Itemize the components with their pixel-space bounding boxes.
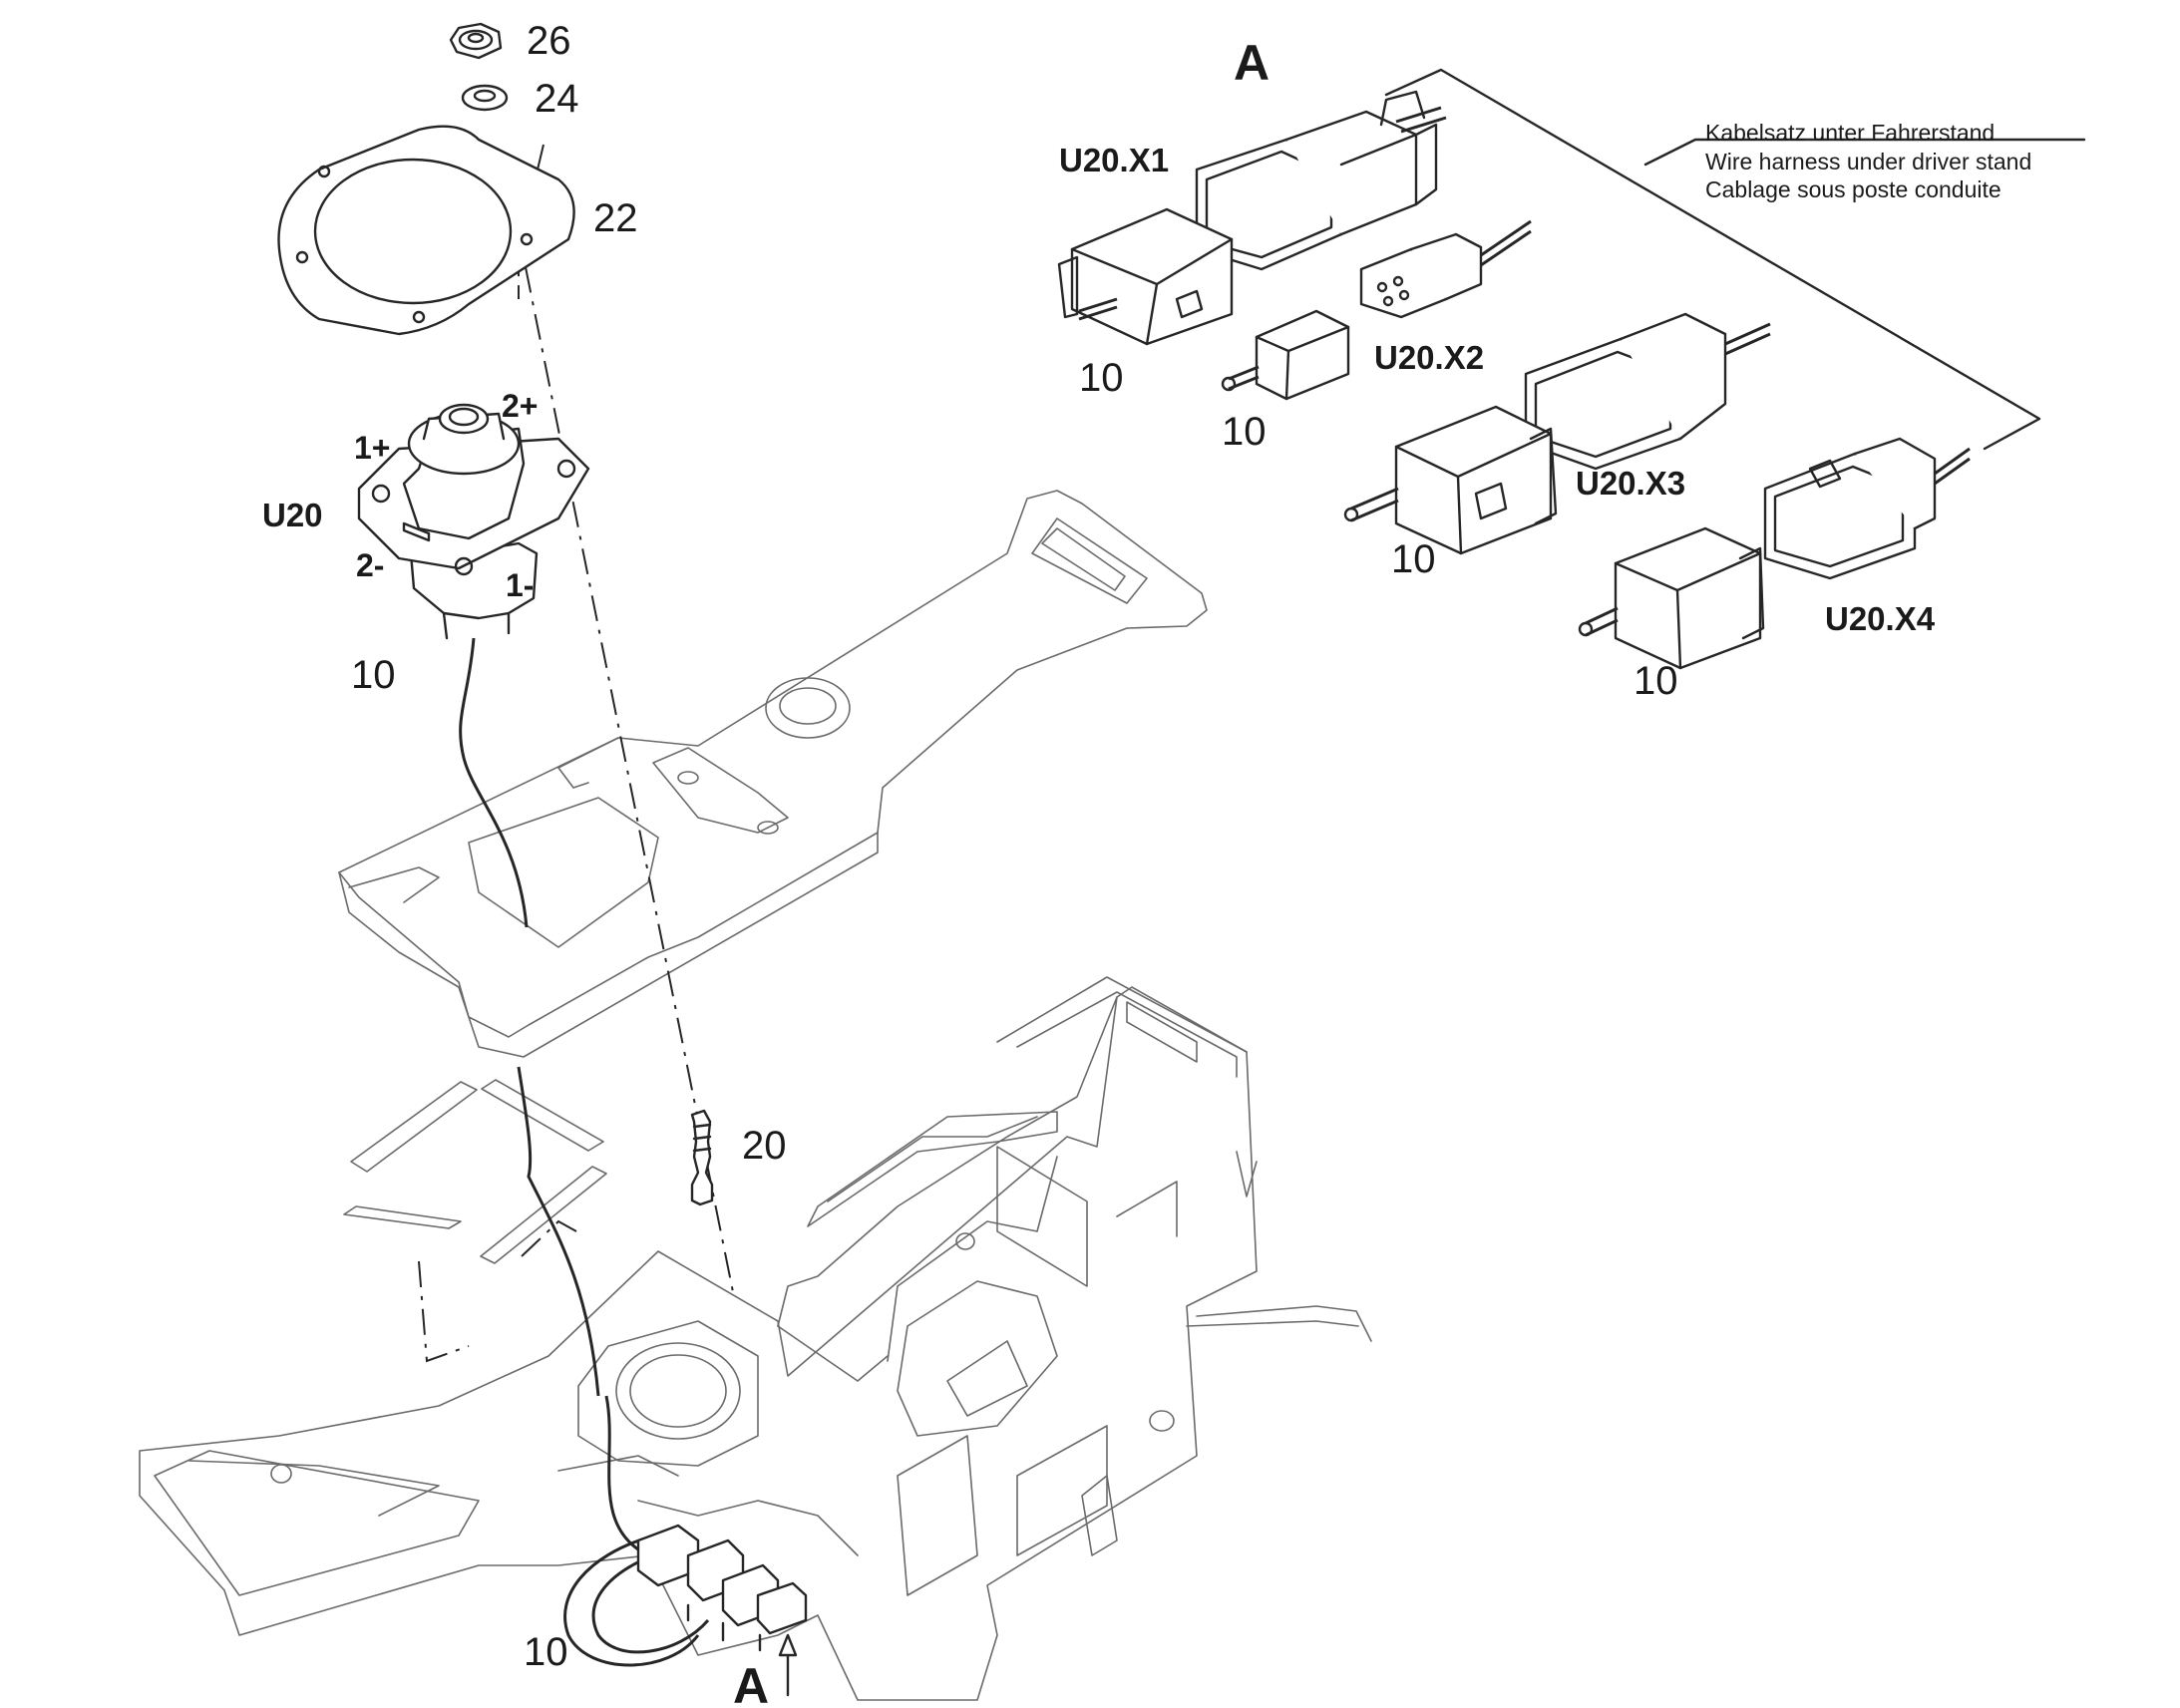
connector-x4-plug <box>1578 526 1765 670</box>
pin-label-2-minus: 2- <box>356 547 384 583</box>
connector-x4-receptacle <box>1763 437 1971 580</box>
part-number-stud: 20 <box>742 1124 787 1168</box>
part-number-plug-x1: 10 <box>1079 356 1124 400</box>
harness-note-en: Wire harness under driver stand <box>1705 149 2031 174</box>
component-code-u20: U20 <box>262 497 323 533</box>
harness-note-fr: Cablage sous poste conduite <box>1705 176 2001 202</box>
part-number-joystick: 10 <box>351 653 396 697</box>
harness-note-de: Kabelsatz unter Fahrerstand <box>1705 120 1995 146</box>
connector-x2-plug <box>1221 309 1350 401</box>
part-number-plug-x3: 10 <box>1391 537 1436 581</box>
gasket-plate <box>277 125 575 336</box>
part-number-gasket: 22 <box>593 196 638 240</box>
connector-x3-receptacle <box>1524 312 1771 471</box>
lower-frame <box>139 976 1372 1701</box>
detail-view-label: A <box>1234 35 1270 91</box>
pin-label-1-plus: 1+ <box>354 430 390 466</box>
part-number-harness-bottom: 10 <box>524 1630 568 1674</box>
upper-crossbeam <box>338 490 1208 1058</box>
connector-x1-plug <box>1057 207 1234 346</box>
part-number-nut: 26 <box>527 19 571 63</box>
stud <box>690 1109 714 1206</box>
joystick-base <box>357 403 590 640</box>
gasket-strips <box>343 1079 607 1264</box>
connector-label-x2: U20.X2 <box>1374 339 1484 376</box>
connector-label-x3: U20.X3 <box>1576 465 1685 502</box>
connector-label-x4: U20.X4 <box>1825 600 1936 637</box>
view-direction-arrow <box>778 1633 798 1697</box>
nut <box>449 22 503 60</box>
connector-label-x1: U20.X1 <box>1059 142 1169 178</box>
pin-label-1-minus: 1- <box>506 567 534 603</box>
pin-label-2-plus: 2+ <box>502 388 538 424</box>
bottom-harness-loop <box>563 1524 808 1667</box>
part-number-plug-x4: 10 <box>1634 659 1678 703</box>
view-arrow-label: A <box>733 1658 769 1708</box>
part-number-plug-x2: 10 <box>1222 410 1267 454</box>
connector-x3-plug <box>1343 405 1558 555</box>
connector-x1-receptacle <box>1195 90 1447 271</box>
part-number-washer: 24 <box>535 77 579 121</box>
harness-bracket <box>1384 68 2086 451</box>
washer <box>461 84 509 112</box>
connector-x2-receptacle <box>1359 219 1532 319</box>
